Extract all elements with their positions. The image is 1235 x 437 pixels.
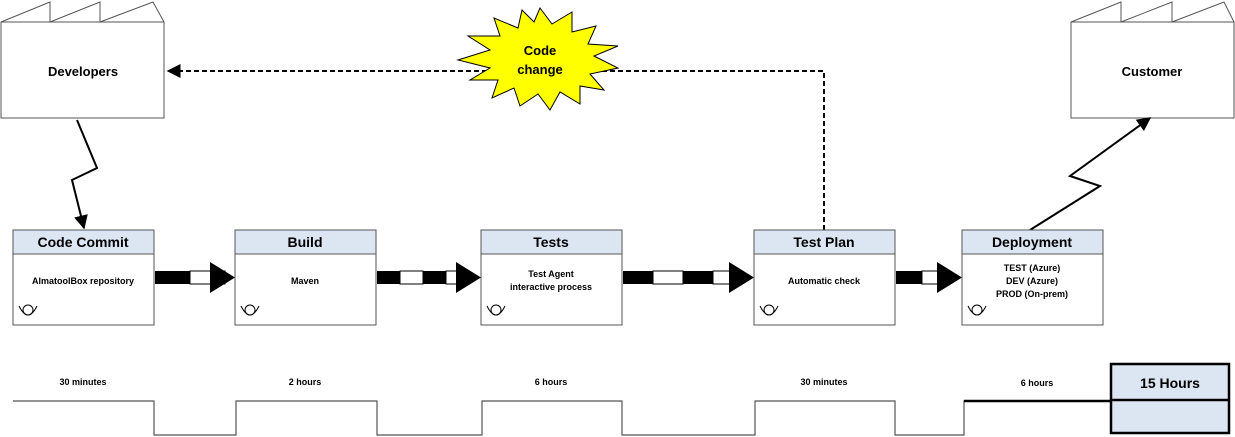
process-deployment: Deployment TEST (Azure) DEV (Azure) PROD…	[961, 229, 1104, 326]
feedback-flow-testplan-to-developers	[166, 64, 825, 230]
kaizen-line2: change	[517, 62, 563, 77]
customer-label: Customer	[1122, 64, 1183, 79]
process-test-plan: Test Plan Automatic check	[753, 229, 896, 326]
push-arrow-tests-to-testplan	[623, 262, 754, 293]
process-title: Tests	[533, 234, 569, 250]
total-time-box: 15 Hours	[1109, 362, 1231, 435]
electronic-flow-deployment-to-customer	[1029, 117, 1152, 231]
process-detail: DEV (Azure)	[1006, 276, 1058, 286]
process-build: Build Maven	[234, 229, 377, 326]
process-detail: Test Agent	[528, 269, 574, 279]
operator-icon	[18, 304, 38, 316]
total-time-label: 15 Hours	[1140, 375, 1200, 391]
process-title: Build	[288, 234, 323, 250]
process-detail: Maven	[291, 276, 319, 286]
electronic-flow-developers-to-commit	[70, 119, 99, 230]
process-title: Test Plan	[793, 234, 854, 250]
timeline-line	[13, 400, 1112, 436]
push-arrow-build-to-tests	[377, 262, 481, 293]
timeline-duration: 30 minutes	[800, 377, 847, 387]
process-title: Code Commit	[38, 234, 129, 250]
push-arrow-commit-to-build	[155, 262, 235, 293]
timeline-duration: 6 hours	[1021, 378, 1054, 388]
operator-icon	[967, 304, 987, 316]
operator-icon	[486, 304, 506, 316]
operator-icon	[240, 304, 260, 316]
process-detail: interactive process	[510, 282, 592, 292]
kaizen-burst: Code change	[456, 7, 620, 111]
process-detail: TEST (Azure)	[1004, 263, 1061, 273]
customer-factory: Customer	[1070, 1, 1235, 119]
developers-factory: Developers	[0, 1, 165, 119]
process-detail: Automatic check	[788, 276, 861, 286]
operator-icon	[759, 304, 779, 316]
process-code-commit: Code Commit AlmatoolBox repository	[12, 229, 155, 326]
developers-label: Developers	[48, 64, 118, 79]
process-detail: AlmatoolBox repository	[32, 276, 134, 286]
kaizen-line1: Code	[524, 43, 557, 58]
process-detail: PROD (On-prem)	[996, 289, 1068, 299]
push-arrow-testplan-to-deployment	[896, 262, 962, 293]
timeline-duration: 2 hours	[289, 377, 322, 387]
timeline-duration: 30 minutes	[59, 377, 106, 387]
process-title: Deployment	[992, 234, 1072, 250]
timeline-duration: 6 hours	[535, 377, 568, 387]
process-tests: Tests Test Agent interactive process	[480, 229, 623, 326]
